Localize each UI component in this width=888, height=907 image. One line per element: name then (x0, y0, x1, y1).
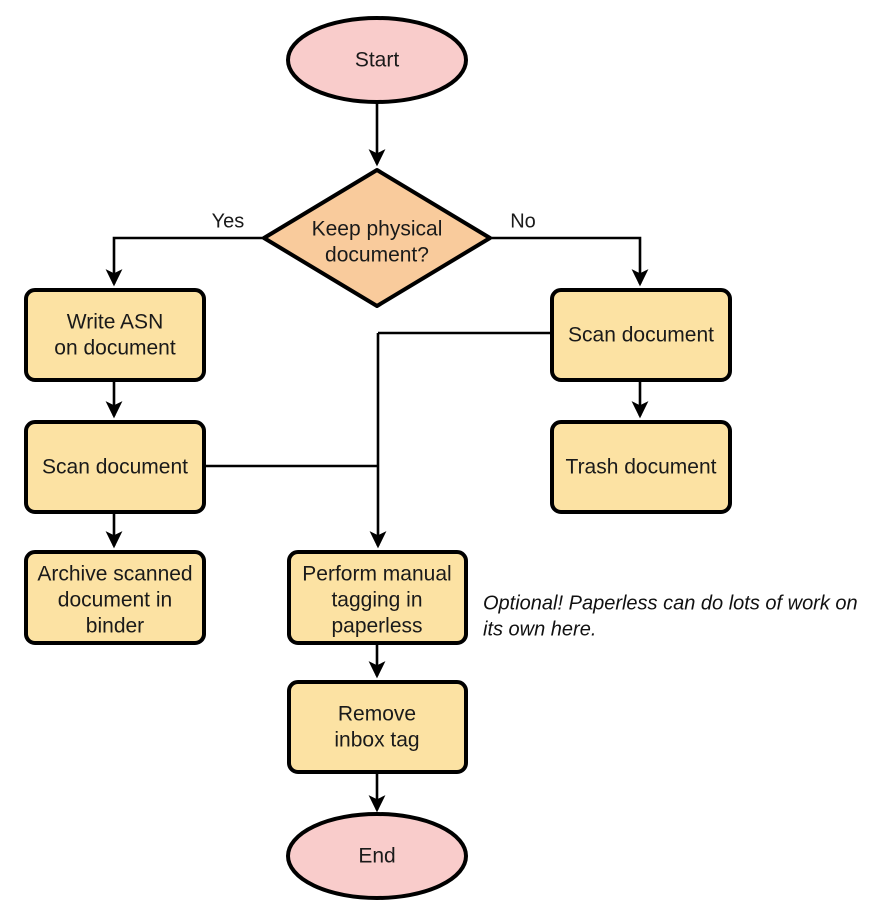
node-write-asn-on-document[interactable]: Write ASN on document (24, 288, 206, 382)
edge-decision-no-to-scan-right (490, 236, 649, 287)
node-start[interactable]: Start (286, 16, 468, 104)
trash-document-label: Trash document (566, 456, 717, 479)
manual-tagging-label-line3: paperless (331, 615, 422, 638)
scan-document-left-box[interactable] (24, 420, 206, 514)
manual-tagging-label-line1: Perform manual (302, 563, 451, 586)
scan-document-right-box[interactable] (550, 288, 732, 382)
archive-label-line3: binder (86, 615, 144, 638)
decision-label-line2: document? (325, 244, 429, 267)
node-decision-keep-physical-document[interactable]: Keep physical document? (262, 168, 492, 308)
node-trash-document[interactable]: Trash document (550, 420, 732, 514)
remove-inbox-tag-box[interactable] (287, 680, 468, 774)
edge-label-yes: Yes (212, 210, 245, 232)
trash-document-box[interactable] (550, 420, 732, 514)
node-scan-document-right[interactable]: Scan document (550, 288, 732, 382)
node-end[interactable]: End (286, 812, 468, 900)
manual-tagging-label-line2: tagging in (331, 589, 422, 612)
remove-inbox-label-line2: inbox tag (334, 729, 419, 752)
end-ellipse[interactable] (286, 812, 468, 900)
node-scan-document-left[interactable]: Scan document (24, 420, 206, 514)
node-remove-inbox-tag[interactable]: Remove inbox tag (287, 680, 468, 774)
archive-label-line1: Archive scanned (37, 563, 192, 586)
write-asn-label-line2: on document (54, 337, 176, 360)
start-label: Start (355, 49, 400, 72)
write-asn-box[interactable] (24, 288, 206, 382)
decision-diamond[interactable] (262, 168, 492, 308)
annotation-line1: Optional! Paperless can do lots of work … (483, 592, 858, 614)
archive-box[interactable] (24, 550, 206, 645)
end-label: End (358, 845, 395, 868)
edge-label-no: No (510, 210, 536, 232)
archive-label-line2: document in (58, 589, 172, 612)
node-archive-scanned-document[interactable]: Archive scanned document in binder (24, 550, 206, 645)
start-ellipse[interactable] (286, 16, 468, 104)
manual-tagging-box[interactable] (287, 550, 468, 645)
decision-label-line1: Keep physical (312, 218, 443, 241)
annotation-optional-paperless: Optional! Paperless can do lots of work … (483, 592, 858, 640)
annotation-line2: its own here. (483, 618, 596, 640)
write-asn-label-line1: Write ASN (67, 311, 163, 334)
scan-document-right-label: Scan document (568, 324, 714, 347)
node-perform-manual-tagging[interactable]: Perform manual tagging in paperless (287, 550, 468, 645)
remove-inbox-label-line1: Remove (338, 703, 416, 726)
scan-document-left-label: Scan document (42, 456, 188, 479)
edge-decision-yes-to-write-asn (105, 236, 264, 287)
